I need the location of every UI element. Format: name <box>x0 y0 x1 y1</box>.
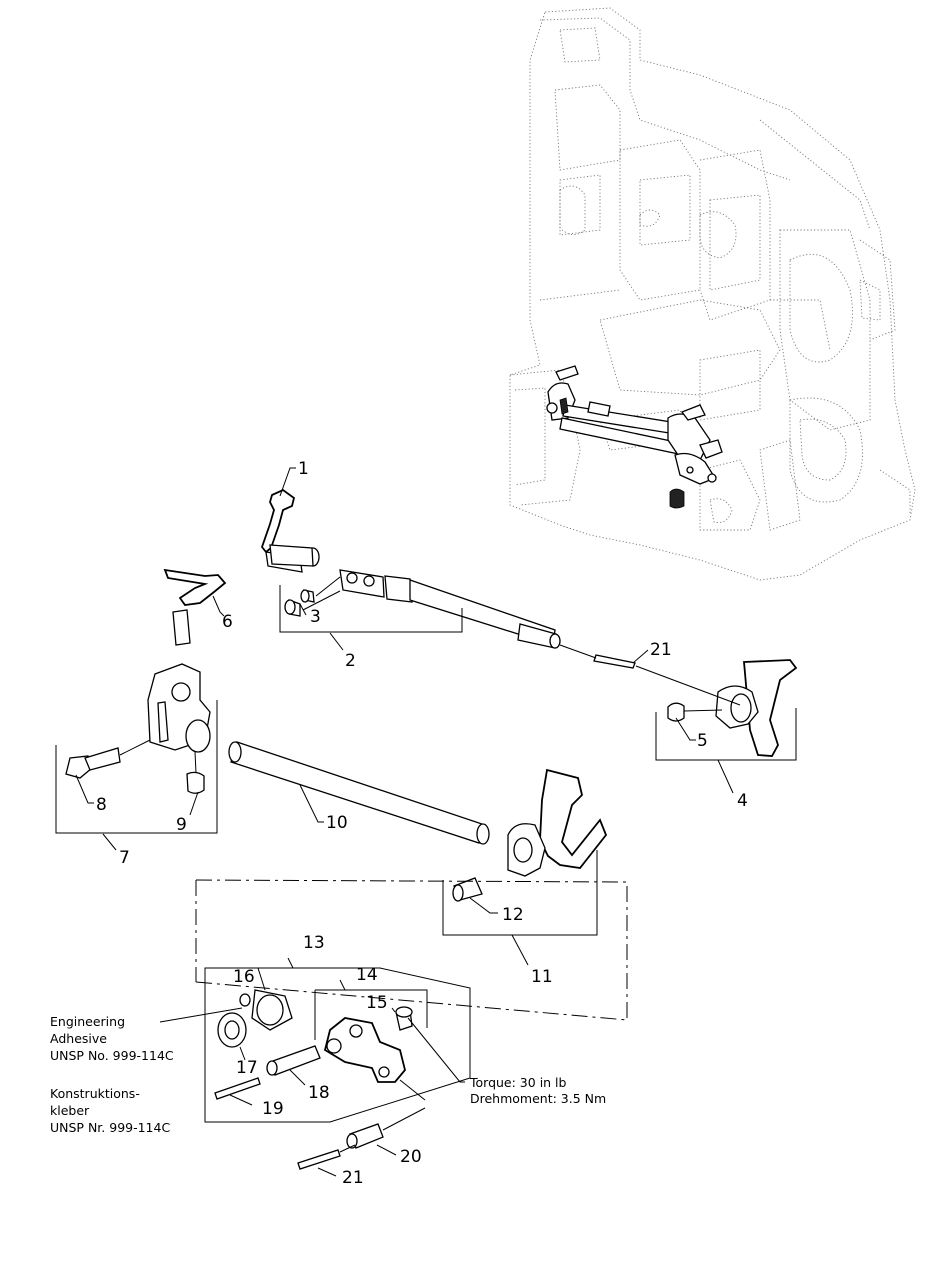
callout-21-lower: 21 <box>342 1168 364 1188</box>
machine-housing-outline <box>510 8 915 580</box>
group-brackets <box>56 585 796 1122</box>
adhesive-note-en-line3: UNSP No. 999-114C <box>50 1048 174 1063</box>
callout-3: 3 <box>310 607 321 627</box>
adhesive-note-de-line1: Konstruktions- <box>50 1086 140 1101</box>
installed-shaft-assembly <box>547 366 722 508</box>
callout-17: 17 <box>236 1058 258 1078</box>
shaft-assembly-2 <box>262 490 560 648</box>
adhesive-note-de-line3: UNSP Nr. 999-114C <box>50 1120 170 1135</box>
adhesive-note-de-line2: kleber <box>50 1103 90 1118</box>
adhesive-note-en-line1: Engineering <box>50 1014 125 1029</box>
callout-19: 19 <box>262 1099 284 1119</box>
notes: Engineering Adhesive UNSP No. 999-114C K… <box>50 1014 606 1135</box>
callout-8: 8 <box>96 795 107 815</box>
callout-4: 4 <box>737 791 748 811</box>
callout-6: 6 <box>222 612 233 632</box>
callout-11: 11 <box>531 967 553 987</box>
callout-15: 15 <box>366 993 388 1013</box>
adhesive-note-en-line2: Adhesive <box>50 1031 107 1046</box>
callout-13: 13 <box>303 933 325 953</box>
fork-assembly-4 <box>560 645 796 756</box>
torque-note-de: Drehmoment: 3.5 Nm <box>470 1091 606 1106</box>
callout-5: 5 <box>697 731 708 751</box>
bracket-assembly-7 <box>66 570 225 793</box>
callout-9: 9 <box>176 815 187 835</box>
callout-2: 2 <box>345 651 356 671</box>
callout-7: 7 <box>119 848 130 868</box>
callout-10: 10 <box>326 813 348 833</box>
callout-1: 1 <box>298 459 309 479</box>
callout-20: 20 <box>400 1147 422 1167</box>
callout-16: 16 <box>233 967 255 987</box>
callout-21-upper: 21 <box>650 640 672 660</box>
lower-assembly-13 <box>215 990 425 1169</box>
callout-12: 12 <box>502 905 524 925</box>
torque-note-en: Torque: 30 in lb <box>469 1075 567 1090</box>
rod-10 <box>229 742 489 844</box>
callout-14: 14 <box>356 965 378 985</box>
callout-18: 18 <box>308 1083 330 1103</box>
